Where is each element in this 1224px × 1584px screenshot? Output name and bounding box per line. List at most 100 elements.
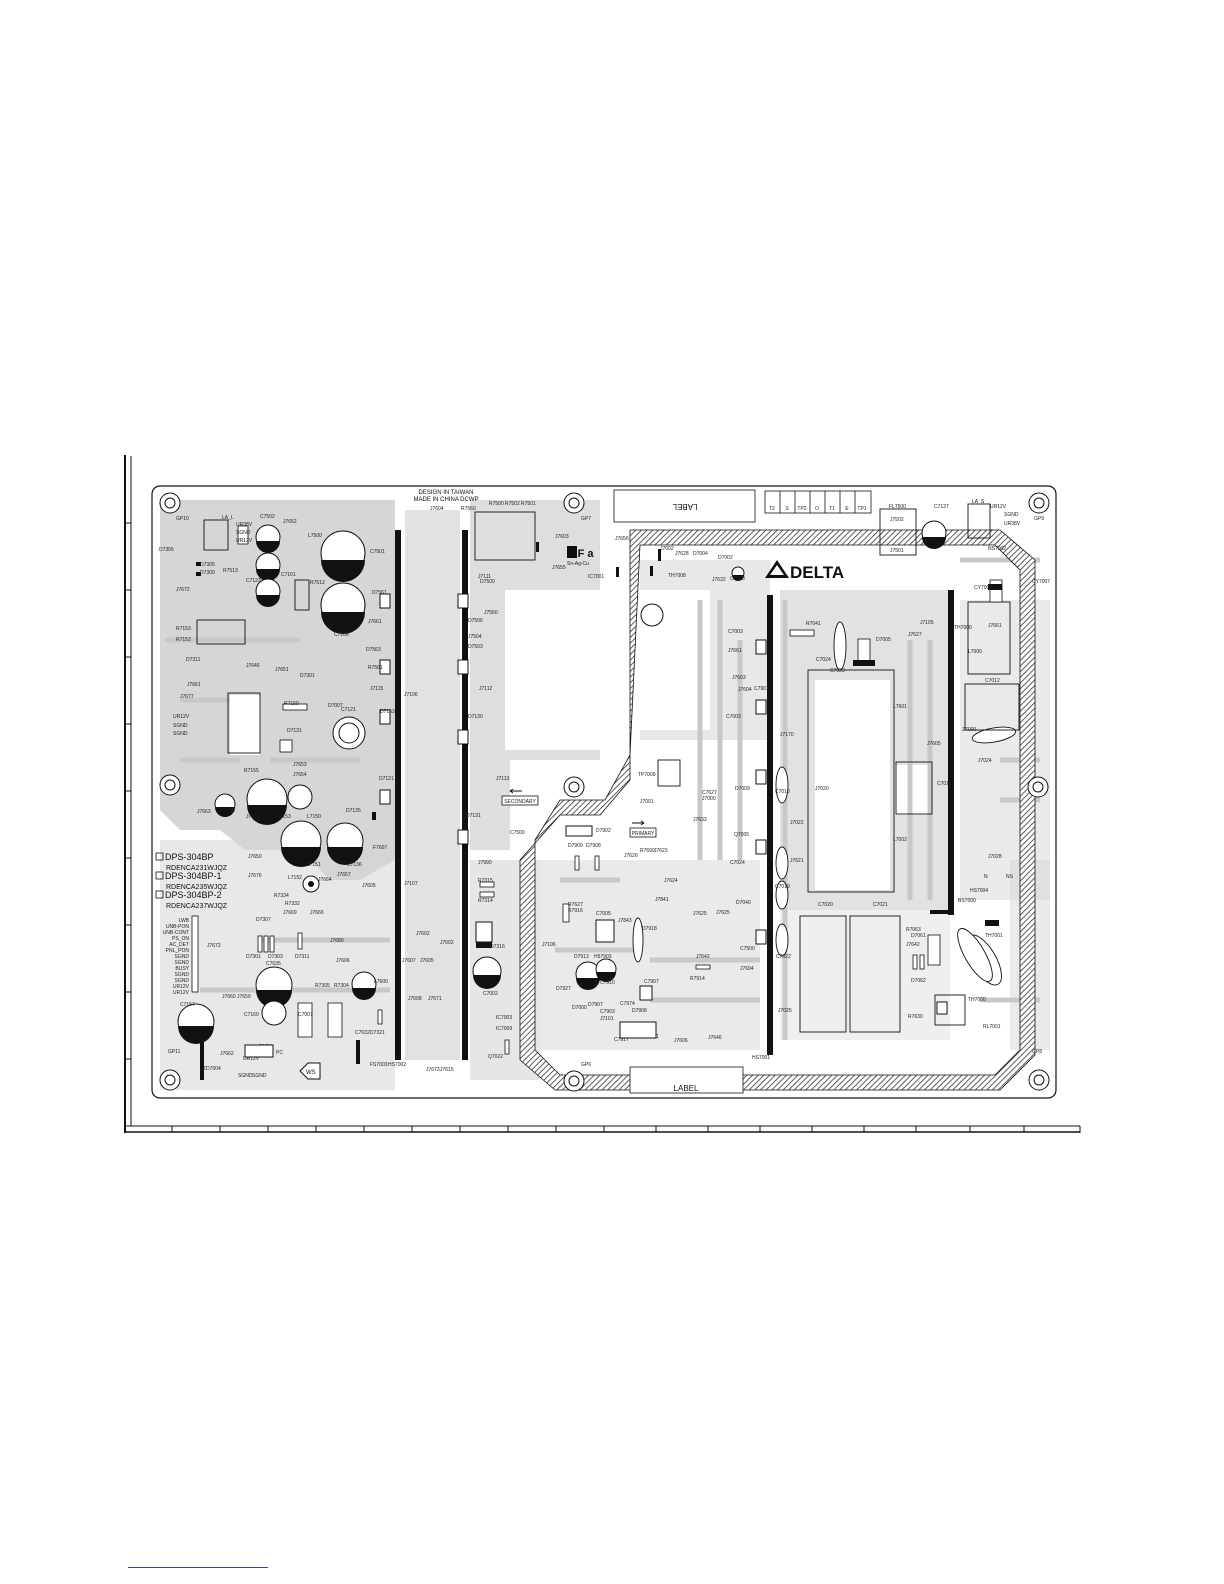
svg-text:C7002: C7002 <box>483 991 498 997</box>
svg-text:UR38V: UR38V <box>1004 521 1021 527</box>
svg-text:R7152: R7152 <box>176 637 191 643</box>
svg-text:J7664: J7664 <box>318 877 332 883</box>
svg-text:C7627: C7627 <box>702 790 717 796</box>
svg-text:H57903: H57903 <box>594 954 612 960</box>
svg-text:J7671: J7671 <box>428 996 442 1002</box>
svg-text:J7670: J7670 <box>246 814 260 820</box>
svg-text:J7001: J7001 <box>640 799 654 805</box>
svg-text:C7003: C7003 <box>726 714 741 720</box>
svg-text:R7513: R7513 <box>223 568 238 574</box>
svg-text:D7309: D7309 <box>200 570 215 576</box>
svg-text:GP6: GP6 <box>581 1062 591 1068</box>
svg-text:J7656: J7656 <box>615 536 629 542</box>
svg-text:SGND: SGND <box>173 723 188 729</box>
svg-text:C7020: C7020 <box>818 902 833 908</box>
frame-rulers <box>124 455 1081 1133</box>
svg-text:R7561: R7561 <box>368 665 383 671</box>
svg-text:J7000: J7000 <box>702 796 716 802</box>
svg-text:D7500: D7500 <box>480 579 495 585</box>
svg-text:C7024: C7024 <box>816 657 831 663</box>
svg-text:J7661: J7661 <box>728 648 742 654</box>
svg-text:J7661: J7661 <box>988 623 1002 629</box>
svg-text:UR12V: UR12V <box>243 1056 260 1062</box>
svg-text:L7601: L7601 <box>893 704 907 710</box>
svg-text:J7024: J7024 <box>978 758 992 764</box>
svg-text:J7653: J7653 <box>293 762 307 768</box>
svg-text:J7605: J7605 <box>362 883 376 889</box>
svg-text:R7150: R7150 <box>284 701 299 707</box>
secondary-text: SECONDARY <box>504 799 536 805</box>
svg-text:L7000: L7000 <box>968 649 982 655</box>
pin-12: UR12V <box>173 990 190 996</box>
secondary-mark: SECONDARY <box>501 788 539 806</box>
svg-text:C7005: C7005 <box>596 911 611 917</box>
svg-text:J7615: J7615 <box>440 1067 454 1073</box>
pin-9: SGND <box>175 972 190 978</box>
svg-text:SGND: SGND <box>252 1073 267 1079</box>
svg-text:D7131: D7131 <box>287 728 302 734</box>
svg-text:D7918: D7918 <box>642 926 657 932</box>
label-bottom-text: LABEL <box>674 1084 699 1093</box>
svg-text:J7608: J7608 <box>408 996 422 1002</box>
svg-text:HS7004: HS7004 <box>970 888 988 894</box>
svg-text:L7150: L7150 <box>307 814 321 820</box>
svg-text:J7025: J7025 <box>778 1008 792 1014</box>
svg-text:PC: PC <box>276 1050 283 1056</box>
svg-text:N: N <box>984 874 988 880</box>
svg-text:J7621: J7621 <box>790 858 804 864</box>
svg-text:R7501: R7501 <box>521 501 536 507</box>
svg-text:TH7001: TH7001 <box>985 933 1003 939</box>
svg-text:C7500: C7500 <box>510 830 525 836</box>
svg-text:FL7500: FL7500 <box>889 504 906 510</box>
pin-5: PNL_PON <box>166 948 190 954</box>
top-pin-1: S <box>785 506 789 512</box>
svg-text:R7305: R7305 <box>315 983 330 989</box>
svg-text:C7635: C7635 <box>266 961 281 967</box>
svg-text:J7652: J7652 <box>283 519 297 525</box>
model-0-code: RDENCA231WJQZ <box>166 865 228 872</box>
svg-text:D7061: D7061 <box>911 933 926 939</box>
svg-text:NS7002: NS7002 <box>988 546 1006 552</box>
svg-text:J7623: J7623 <box>654 848 668 854</box>
svg-text:Q7022: Q7022 <box>488 1054 503 1060</box>
model-1-code: RDENCA235WJQZ <box>166 884 228 891</box>
coils <box>632 621 1017 986</box>
svg-text:D7121: D7121 <box>379 776 394 782</box>
svg-text:D7301: D7301 <box>300 673 315 679</box>
svg-text:D7563: D7563 <box>366 647 381 653</box>
svg-text:J7022: J7022 <box>790 820 804 826</box>
pin-6: SGND <box>175 954 190 960</box>
svg-text:TH7008: TH7008 <box>668 573 686 579</box>
label-box-top <box>613 489 756 523</box>
ics <box>379 584 1002 1001</box>
pin-11: UR12V <box>173 984 190 990</box>
svg-text:J7642: J7642 <box>906 942 920 948</box>
svg-text:J7603: J7603 <box>555 534 569 540</box>
trace-lines <box>165 557 1040 1040</box>
model-2-code: RDENCA237WJQZ <box>166 903 228 910</box>
top-pin-0: T2 <box>769 506 775 512</box>
svg-text:L7500: L7500 <box>308 533 322 539</box>
capacitors <box>177 520 947 1044</box>
svg-text:J7841: J7841 <box>655 897 669 903</box>
svg-text:R7690: R7690 <box>640 848 655 854</box>
svg-text:D7040: D7040 <box>736 900 751 906</box>
svg-text:GP9: GP9 <box>1034 516 1044 522</box>
svg-text:D7316: D7316 <box>490 944 505 950</box>
svg-text:C7019: C7019 <box>775 884 790 890</box>
svg-text:RL7001: RL7001 <box>983 1024 1001 1030</box>
svg-text:C7151: C7151 <box>306 862 321 868</box>
svg-text:J7632: J7632 <box>712 577 726 583</box>
svg-text:D7009: D7009 <box>735 786 750 792</box>
svg-text:D7131: D7131 <box>466 813 481 819</box>
svg-text:D7062: D7062 <box>911 978 926 984</box>
svg-text:C7907: C7907 <box>644 979 659 985</box>
pin-3: PS_ON <box>172 936 189 942</box>
svg-text:J7602: J7602 <box>660 546 674 552</box>
svg-text:J7669: J7669 <box>283 910 297 916</box>
svg-text:C7917: C7917 <box>614 1037 629 1043</box>
svg-text:R7627: R7627 <box>568 902 583 908</box>
isolation-band <box>519 529 1036 1091</box>
